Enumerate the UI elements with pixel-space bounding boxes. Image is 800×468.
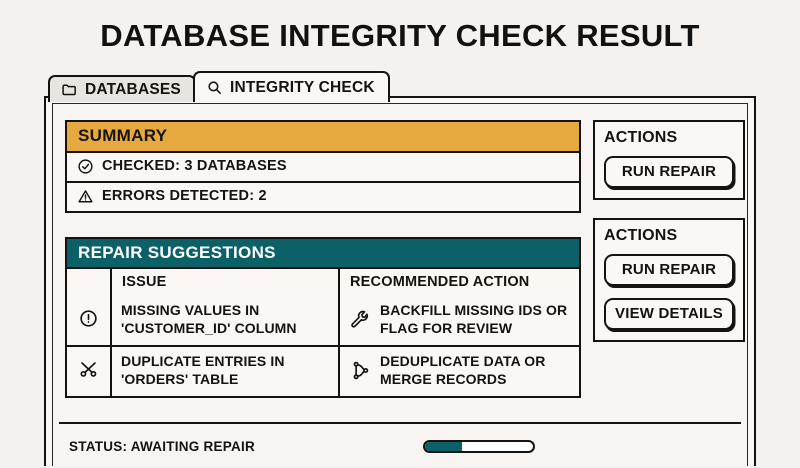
- summary-checked-text: CHECKED: 3 DATABASES: [102, 158, 287, 175]
- column-header-icon: [67, 269, 112, 297]
- summary-panel: SUMMARY CHECKED: 3 DATABASES: [65, 120, 581, 213]
- summary-panel-title: SUMMARY: [67, 122, 579, 153]
- page-title: DATABASE INTEGRITY CHECK RESULT: [100, 18, 700, 53]
- column-header-recommended-action: RECOMMENDED ACTION: [350, 274, 530, 291]
- actions-panel-primary-title: ACTIONS: [604, 129, 678, 146]
- app-window: SUMMARY CHECKED: 3 DATABASES: [44, 96, 756, 466]
- row-action-cell: DEDUPLICATE DATA OR MERGE RECORDS: [339, 346, 579, 396]
- column-header-issue: ISSUE: [111, 269, 340, 297]
- table-header-row: ISSUE RECOMMENDED ACTION: [67, 269, 579, 297]
- actions-panel-secondary-title: ACTIONS: [604, 227, 678, 244]
- left-column: SUMMARY CHECKED: 3 DATABASES: [65, 120, 581, 398]
- actions-panel-primary: ACTIONS RUN REPAIR: [593, 120, 745, 200]
- alert-circle-icon: [78, 307, 100, 329]
- row-issue-text: DUPLICATE ENTRIES IN 'ORDERS' TABLE: [111, 345, 340, 396]
- repair-progress-bar: [423, 439, 535, 453]
- repair-suggestions-panel: REPAIR SUGGESTIONS ISSUE RECOMMENDED ACT…: [65, 236, 581, 398]
- row-issue-icon-cell: [67, 296, 112, 347]
- tab-bar: DATABASES INTEGRITY CHECK: [48, 71, 390, 102]
- actions-panel-secondary: ACTIONS RUN REPAIR VIEW DETAILS: [593, 218, 745, 342]
- summary-row-errors: ERRORS DETECTED: 2: [67, 180, 579, 211]
- folder-icon: [61, 81, 78, 98]
- repair-progress-fill: [425, 441, 462, 451]
- repair-panel-title: REPAIR SUGGESTIONS: [67, 238, 579, 270]
- run-repair-button[interactable]: RUN REPAIR: [604, 156, 734, 188]
- wrench-icon: [349, 309, 371, 331]
- table-row[interactable]: DUPLICATE ENTRIES IN 'ORDERS' TABLE: [67, 345, 579, 396]
- summary-errors-text: ERRORS DETECTED: 2: [102, 188, 267, 205]
- tab-databases-label: DATABASES: [85, 80, 181, 98]
- run-repair-button-secondary[interactable]: RUN REPAIR: [604, 254, 734, 286]
- tab-integrity-check-label: INTEGRITY CHECK: [229, 78, 375, 96]
- row-issue-icon-cell: [67, 345, 112, 396]
- git-merge-icon: [349, 360, 371, 382]
- summary-row-checked: CHECKED: 3 DATABASES: [67, 153, 579, 181]
- warning-triangle-icon: [77, 188, 94, 205]
- tab-integrity-check[interactable]: INTEGRITY CHECK: [192, 71, 390, 102]
- repair-table: ISSUE RECOMMENDED ACTION: [67, 269, 579, 396]
- row-issue-text: MISSING VALUES IN 'CUSTOMER_ID' COLUMN: [111, 296, 340, 347]
- view-details-button[interactable]: VIEW DETAILS: [604, 298, 734, 330]
- tab-databases[interactable]: DATABASES: [48, 75, 196, 102]
- row-action-text: DEDUPLICATE DATA OR MERGE RECORDS: [380, 352, 546, 387]
- check-circle-icon: [77, 158, 94, 175]
- scissors-icon: [78, 358, 100, 380]
- status-bar: STATUS: AWAITING REPAIR: [59, 422, 741, 468]
- window-body: SUMMARY CHECKED: 3 DATABASES: [53, 104, 747, 466]
- search-icon: [206, 79, 223, 96]
- window-inner-frame: SUMMARY CHECKED: 3 DATABASES: [52, 103, 748, 466]
- row-action-cell: BACKFILL MISSING IDS OR FLAG FOR REVIEW: [339, 296, 579, 347]
- row-action-text: BACKFILL MISSING IDS OR FLAG FOR REVIEW: [380, 302, 568, 336]
- right-column: ACTIONS RUN REPAIR ACTIONS RUN REPAIR VI…: [593, 120, 745, 342]
- status-text: STATUS: AWAITING REPAIR: [69, 438, 255, 454]
- table-row[interactable]: MISSING VALUES IN 'CUSTOMER_ID' COLUMN: [67, 296, 579, 347]
